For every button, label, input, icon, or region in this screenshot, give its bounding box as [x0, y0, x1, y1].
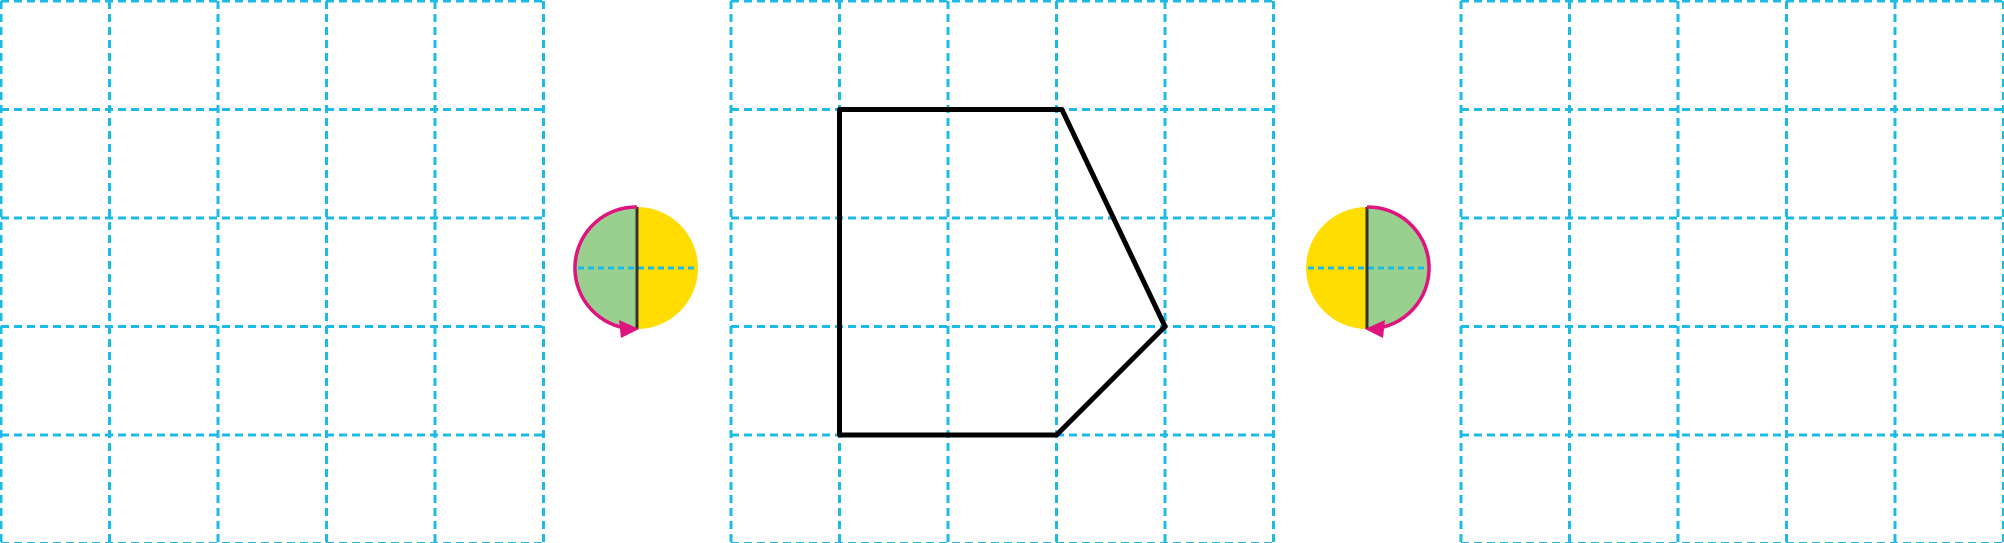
flip-arrow-arc — [573, 205, 638, 330]
flip-half-left — [576, 207, 637, 329]
shape-layer — [837, 107, 1168, 438]
flip-arrow-arc — [1366, 205, 1431, 330]
flip-arrowhead — [1365, 320, 1385, 338]
flip-arrowhead — [619, 320, 639, 338]
horizontal-flip-icon — [1306, 205, 1431, 338]
flip-half-right — [1367, 207, 1428, 329]
middle-grid — [729, 0, 1275, 543]
horizontal-flip-icon — [573, 205, 698, 338]
left-grid — [0, 0, 545, 543]
flip-half-left — [1306, 207, 1367, 329]
right-grid — [1459, 0, 2004, 543]
flip-icons-layer — [573, 205, 1431, 338]
flip-half-right — [637, 207, 698, 329]
pentagon-shape — [837, 107, 1168, 438]
